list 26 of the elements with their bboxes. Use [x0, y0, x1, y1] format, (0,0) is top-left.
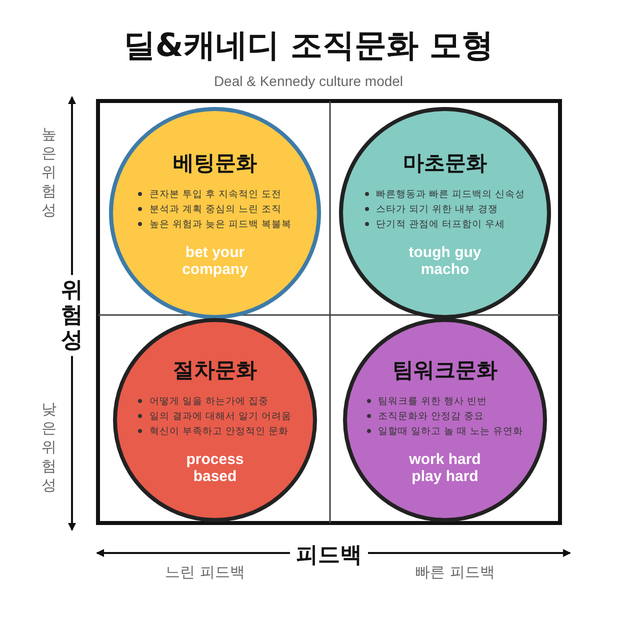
bullet-text: 조직문화와 안정감 중요 — [378, 410, 484, 424]
bullet-text: 어떻게 일을 하는가에 집중 — [149, 394, 269, 408]
bullet-text: 팀워크를 위한 행사 빈번 — [378, 394, 487, 408]
title: 딜&캐네디 조직문화 모형 — [122, 25, 495, 66]
bullet-text: 빠른행동과 빠른 피드백의 신속성 — [376, 188, 526, 202]
circle-heading: 베팅문화 — [173, 150, 257, 176]
axis-label: 빠른 피드백 — [415, 563, 495, 582]
axis-label: 높은 위험성 — [40, 125, 58, 220]
axis-label: 낮은 위험성 — [40, 400, 58, 495]
subtitle: Deal & Kennedy culture model — [212, 73, 404, 89]
bullet-text: 스타가 되기 위한 내부 경쟁 — [376, 202, 498, 216]
bullet-text: 혁신이 부족하고 안정적인 문화 — [149, 424, 289, 438]
english-name: process based — [185, 450, 245, 484]
circle-heading: 팀워크문화 — [392, 356, 498, 384]
bullet-text: 높은 위험과 늦은 피드백 복불복 — [149, 218, 292, 232]
circle-heading: 마초문화 — [403, 150, 487, 176]
english-name: tough guy macho — [408, 244, 482, 278]
bullet-text: 일할때 일하고 놀 때 노는 유연화 — [378, 424, 524, 438]
bullet-text: 분석과 계획 중심의 느린 조직 — [149, 202, 282, 216]
english-name: work hard play hard — [408, 450, 482, 484]
bullet-text: 큰자본 투입 후 지속적인 도전 — [149, 188, 282, 202]
circle-heading: 절차문화 — [173, 356, 257, 384]
english-name: bet your company — [181, 244, 249, 278]
axis-label: 느린 피드백 — [165, 563, 245, 582]
bullet-text: 일의 결과에 대해서 알기 어려움 — [149, 410, 292, 424]
bullet-text: 단기적 관점에 터프함이 우세 — [376, 218, 506, 232]
